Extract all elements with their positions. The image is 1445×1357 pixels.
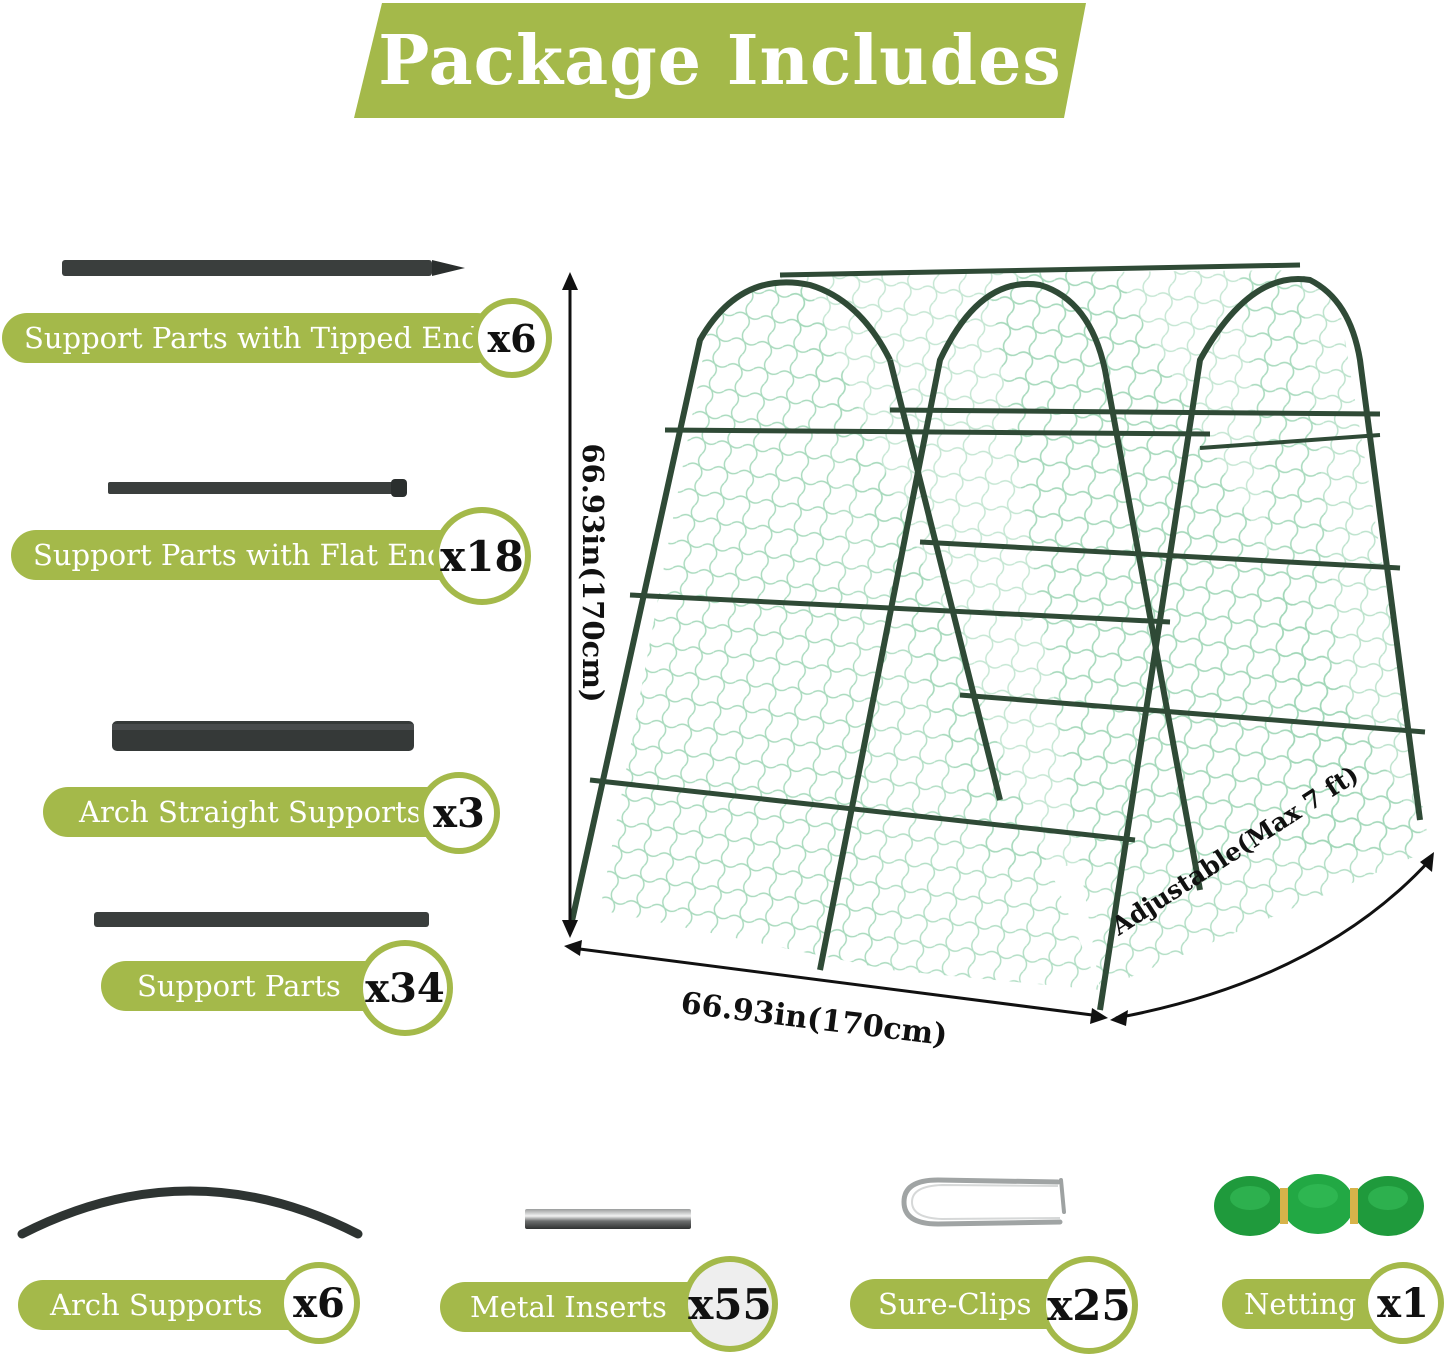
flat-end-rod-image (108, 479, 407, 497)
item-label: Arch Straight Supports (79, 795, 422, 829)
item-label: Netting (1244, 1287, 1357, 1321)
item-label: Support Parts (137, 969, 341, 1003)
quantity-text: x3 (433, 789, 485, 837)
quantity-badge: x1 (1362, 1262, 1444, 1344)
quantity-badge: x6 (472, 298, 552, 378)
item-label-pill: Arch Straight Supports (43, 787, 463, 837)
trellis-illustration (562, 262, 1434, 1026)
straight-support-rod-image (112, 721, 414, 751)
quantity-badge: x25 (1040, 1256, 1138, 1354)
quantity-text: x55 (688, 1279, 772, 1329)
support-rod-image (94, 912, 429, 927)
item-label: Sure-Clips (878, 1287, 1032, 1321)
netting-bundle-image (1214, 1174, 1424, 1236)
tipped-rod-image (62, 260, 465, 276)
item-label: Metal Inserts (470, 1290, 667, 1324)
page-title: Package Includes (378, 20, 1062, 101)
quantity-badge: x34 (357, 940, 453, 1036)
title-banner-shape (354, 3, 1086, 118)
item-label-pill: Support Parts (101, 961, 401, 1011)
item-label: Support Parts with Flat End (33, 538, 446, 572)
quantity-badge: x18 (433, 507, 531, 605)
quantity-text: x6 (293, 1279, 345, 1327)
quantity-text: x25 (1047, 1280, 1131, 1330)
item-label-pill: Support Parts with Tipped End (2, 313, 502, 363)
quantity-text: x34 (365, 964, 445, 1012)
quantity-text: x1 (1377, 1279, 1429, 1327)
height-dimension-label: 66.93in(170cm) (576, 443, 610, 703)
quantity-text: x18 (440, 531, 524, 581)
arch-support-image (17, 1186, 363, 1239)
quantity-text: x6 (487, 315, 537, 361)
item-label: Support Parts with Tipped End (24, 321, 480, 355)
item-label-pill: Support Parts with Flat End (11, 530, 481, 580)
quantity-badge: x3 (418, 772, 500, 854)
title-banner: Package Includes (354, 3, 1086, 118)
metal-insert-image (525, 1209, 691, 1229)
item-label: Arch Supports (50, 1288, 263, 1322)
item-label-pill: Metal Inserts (440, 1282, 730, 1332)
quantity-badge: x6 (278, 1262, 360, 1344)
quantity-badge: x55 (682, 1256, 778, 1352)
sure-clip-image (901, 1177, 1066, 1227)
item-label-pill: Arch Supports (18, 1280, 328, 1330)
